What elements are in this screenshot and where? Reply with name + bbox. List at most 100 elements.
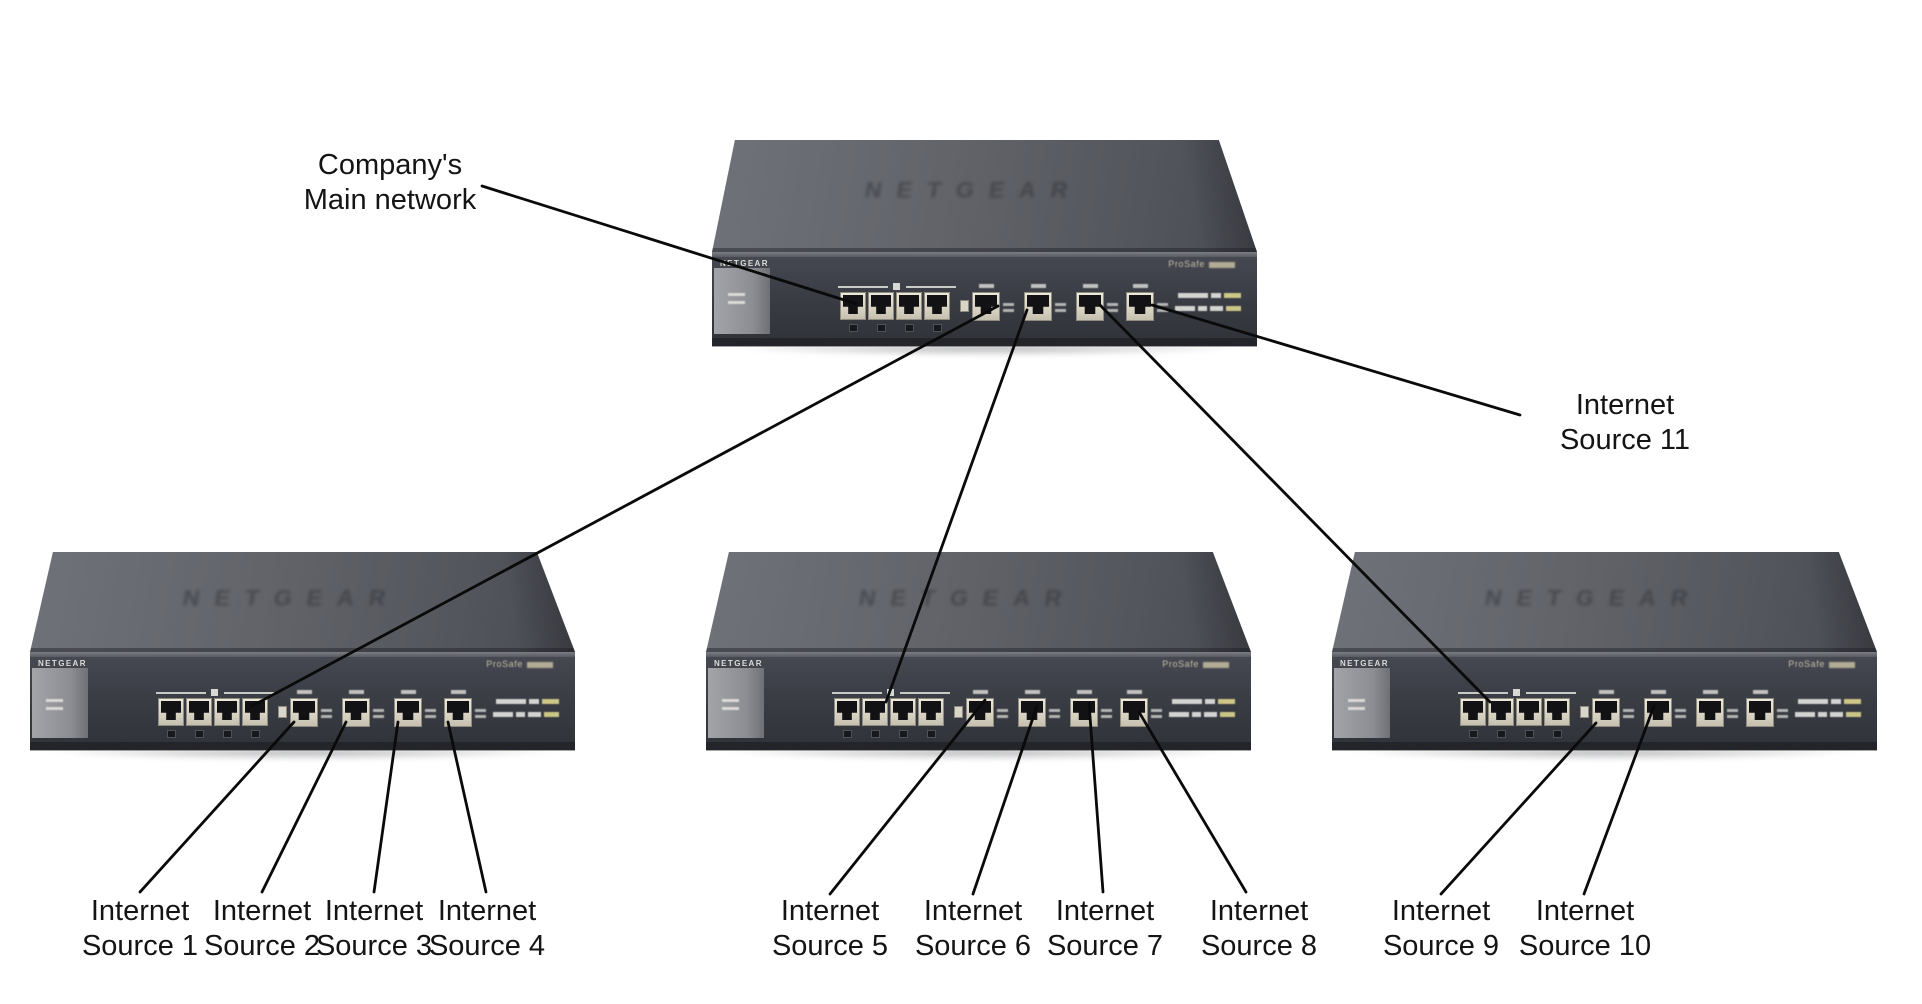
label-line: Source 6 xyxy=(914,930,1032,962)
device-front-panel: NETGEAR ProSafe xyxy=(30,652,575,750)
device-model-text: ProSafe xyxy=(1168,259,1235,269)
wan-port-2 xyxy=(342,690,384,727)
lan-group-bracket-icon xyxy=(1458,689,1576,696)
lan-port-cluster xyxy=(832,689,950,738)
wan-side-text-icon xyxy=(997,709,1008,721)
label-line: Internet xyxy=(324,895,424,927)
label-line: Source 8 xyxy=(1200,930,1318,962)
label-internet-source-4: Internet Source 4 xyxy=(392,894,582,964)
device-model-text: ProSafe xyxy=(486,659,553,669)
wan-port-1 xyxy=(972,284,1014,321)
wan-side-text-icon xyxy=(475,709,486,721)
lan-group-bracket-icon xyxy=(156,689,274,696)
device-top-logo: NETGEAR xyxy=(1482,585,1704,611)
wan-port-label-icon xyxy=(1753,690,1768,694)
lan-port-cluster xyxy=(156,689,274,738)
device-front-panel: NETGEAR ProSafe xyxy=(712,252,1257,346)
label-line: Internet xyxy=(780,895,880,927)
device-brand-text: NETGEAR xyxy=(720,259,769,268)
wan-port-label-icon xyxy=(1703,690,1718,694)
label-line: Internet xyxy=(1575,389,1675,421)
device-brand-text: NETGEAR xyxy=(38,659,87,668)
lan-led-squares xyxy=(840,324,954,333)
wan-port-label-icon xyxy=(1031,284,1046,288)
wan-side-text-icon xyxy=(425,709,436,721)
rj45-port-icon xyxy=(242,698,268,726)
wan-port-4 xyxy=(1746,690,1788,727)
label-internet-source-9: Internet Source 9 xyxy=(1346,894,1536,964)
lan-led-squares xyxy=(158,730,272,739)
label-line: Internet xyxy=(1209,895,1309,927)
status-led-icons xyxy=(46,694,63,715)
wan-port-label-icon xyxy=(297,690,312,694)
lan-group-bracket-icon xyxy=(832,689,950,696)
spec-text-block xyxy=(459,691,559,717)
label-line: Source 7 xyxy=(1046,930,1164,962)
label-line: Source 5 xyxy=(771,930,889,962)
wan-side-text-icon xyxy=(1675,709,1686,721)
device-shadow xyxy=(726,346,1243,357)
rj45-port-icon xyxy=(1644,698,1672,727)
spec-text-block xyxy=(1761,691,1861,717)
lan-port-cluster xyxy=(838,283,956,332)
status-led-icons xyxy=(722,694,739,715)
label-line: Internet xyxy=(437,895,537,927)
rj45-port-icon xyxy=(1076,292,1104,321)
console-port-icon xyxy=(1580,706,1589,718)
label-internet-source-5: Internet Source 5 xyxy=(735,894,925,964)
rj45-port-icon xyxy=(214,698,240,726)
wan-port-3 xyxy=(1696,690,1738,727)
rj45-port-icon xyxy=(186,698,212,726)
spec-text-block xyxy=(1141,285,1241,311)
device-top-face: NETGEAR xyxy=(706,552,1251,652)
console-port-icon xyxy=(278,706,287,718)
status-led-icons xyxy=(1348,694,1365,715)
wan-side-text-icon xyxy=(1055,303,1066,315)
wan-port-label-icon xyxy=(1077,690,1092,694)
wan-port-label-icon xyxy=(401,690,416,694)
rj45-port-icon xyxy=(924,292,950,320)
device-model-text: ProSafe xyxy=(1788,659,1855,669)
rj45-port-icon xyxy=(394,698,422,727)
wan-port-1 xyxy=(966,690,1008,727)
device-front-panel: NETGEAR ProSafe xyxy=(706,652,1251,750)
branch-router-3: NETGEAR NETGEAR ProSafe xyxy=(1332,552,1877,761)
wan-side-text-icon xyxy=(373,709,384,721)
lan-port-cluster xyxy=(1458,689,1576,738)
status-led-icons xyxy=(728,288,745,309)
rj45-port-icon xyxy=(1746,698,1774,727)
rj45-port-icon xyxy=(1070,698,1098,727)
label-line: Company's xyxy=(317,149,463,181)
device-front-panel: NETGEAR ProSafe xyxy=(1332,652,1877,750)
branch-router-2: NETGEAR NETGEAR ProSafe xyxy=(706,552,1251,761)
rj45-port-icon xyxy=(896,292,922,320)
device-brand-text: NETGEAR xyxy=(714,659,763,668)
wan-port-label-icon xyxy=(973,690,988,694)
console-port-icon xyxy=(954,706,963,718)
rj45-port-icon xyxy=(1024,292,1052,321)
label-line: Main network xyxy=(303,184,477,216)
rj45-port-icon xyxy=(1516,698,1542,726)
rj45-port-icon xyxy=(290,698,318,727)
label-internet-source-2: Internet Source 2 xyxy=(167,894,357,964)
label-line: Source 9 xyxy=(1382,930,1500,962)
wan-port-label-icon xyxy=(979,284,994,288)
wan-port-3 xyxy=(1070,690,1112,727)
branch-router-1: NETGEAR NETGEAR ProSafe xyxy=(30,552,575,761)
label-line: Source 2 xyxy=(203,930,321,962)
rj45-port-icon xyxy=(342,698,370,727)
rj45-port-icon xyxy=(868,292,894,320)
label-line: Source 4 xyxy=(428,930,546,962)
wan-port-label-icon xyxy=(1025,690,1040,694)
label-company-main-network: Company's Main network xyxy=(270,148,510,218)
device-top-face: NETGEAR xyxy=(30,552,575,652)
label-line: Source 1 xyxy=(81,930,199,962)
wan-port-1 xyxy=(1592,690,1634,727)
rj45-port-icon xyxy=(1460,698,1486,726)
wan-side-text-icon xyxy=(1049,709,1060,721)
label-line: Internet xyxy=(1055,895,1155,927)
wan-side-text-icon xyxy=(1003,303,1014,315)
device-shadow xyxy=(44,750,561,761)
wan-side-text-icon xyxy=(1727,709,1738,721)
lan-led-squares xyxy=(1460,730,1574,739)
